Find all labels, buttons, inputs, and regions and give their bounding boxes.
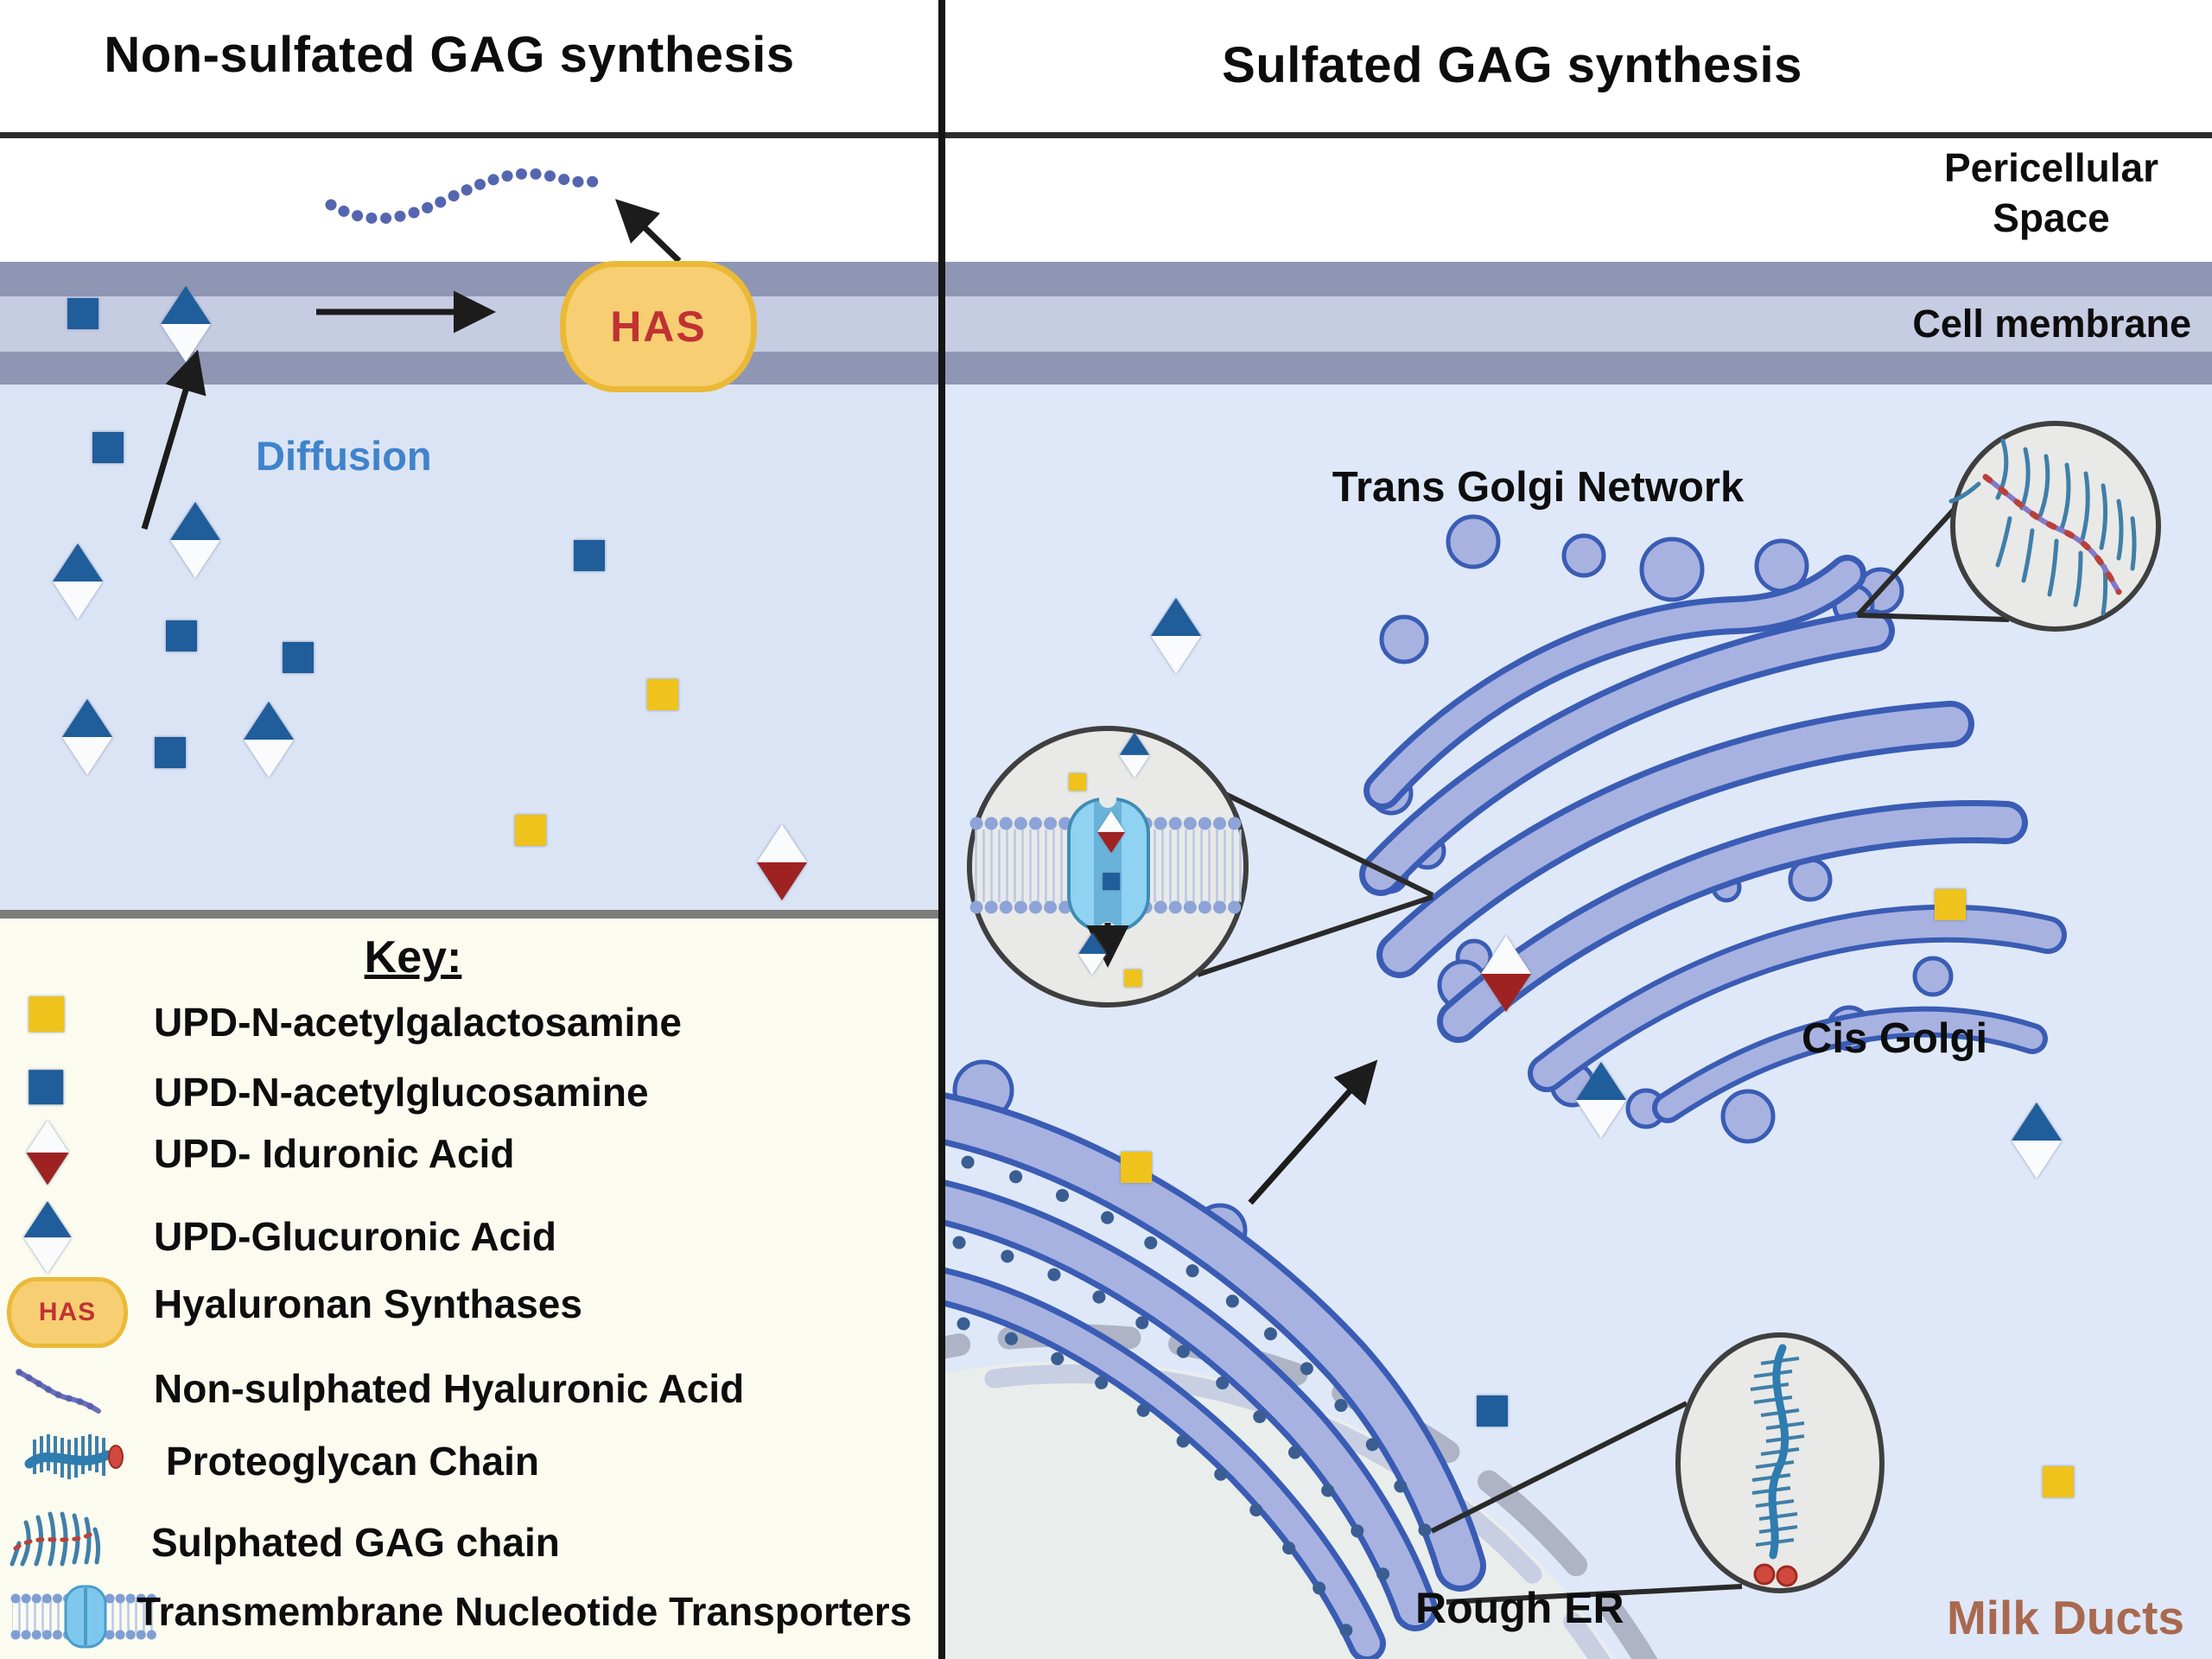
ribosome-dots [952,1155,1448,1649]
golgi-apparatus [1359,514,2067,1144]
pericellular-label-line1: Pericellular [1943,145,2159,190]
blue-square-icon [92,432,124,463]
key-label-sulphated-gag: Sulphated GAG chain [151,1520,560,1565]
blue-square-icon [283,642,314,673]
has-enzyme: HAS [560,261,757,392]
blue-white-diamond-icon [53,543,103,620]
lipid-tails-left [971,830,1071,902]
yellow-square-icon [2043,1466,2074,1497]
header-divider-line [0,132,2212,138]
key-icon-transmembrane-transporter [10,1585,161,1649]
rough-er-label: Rough ER [1415,1584,1624,1632]
cell-membrane-outer-leaflet [0,262,2212,296]
key-label-proteoglycan: Proteoglycan Chain [166,1439,539,1484]
cis-golgi-label: Cis Golgi [1802,1015,1988,1062]
sulphated-gag-inset [1948,421,2161,632]
lipid-head-rows [969,817,1246,914]
pericellular-space-right [945,0,2212,262]
left-panel-title: Non-sulfated GAG synthesis [104,27,795,83]
cytoplasm-left-panel [0,385,938,910]
panel-divider-line [938,0,945,1659]
key-panel [0,910,938,1659]
yellow-square-icon [1124,969,1141,987]
blue-square-icon [67,298,99,329]
right-panel-title: Sulfated GAG synthesis [1222,37,1802,93]
blue-square-icon [1103,873,1120,890]
key-icon-proteoglycan-chain [24,1434,124,1479]
proteoglycan-inset [1675,1332,1885,1593]
blue-white-diamond-icon [2012,1103,2062,1179]
sulphated-gag-chain-drawing [1948,438,2137,616]
blue-square-icon [29,1070,63,1104]
key-label-non-sulphated-ha: Non-sulphated Hyaluronic Acid [154,1366,745,1411]
blue-white-diamond-icon [23,1201,72,1274]
blue-white-diamond-icon [170,502,220,578]
non-sulphated-hyaluronic-acid-chain [325,168,611,225]
blue-white-diamond-icon [1078,932,1106,976]
cell-membrane-core [0,296,2212,352]
yellow-square-icon [1935,889,1966,920]
yellow-square-icon [1121,1152,1152,1183]
blue-white-diamond-icon [161,286,211,362]
cell-membrane-label: Cell membrane [1912,302,2191,346]
pericellular-label-line2: Space [1993,194,2110,240]
key-title: Key: [364,932,462,982]
pericellular-space-left [0,0,938,262]
key-icon-sulphated-gag-chain [10,1511,101,1567]
yellow-square-icon [647,679,678,710]
trans-golgi-network-label: Trans Golgi Network [1332,464,1745,511]
white-red-diamond-icon [26,1120,69,1185]
key-label-transporters: Transmembrane Nucleotide Transporters [137,1589,912,1634]
rough-er-organelle [945,1059,1486,1659]
blue-white-diamond-icon [1576,1062,1626,1138]
yellow-square-icon [29,996,65,1033]
inset-connector-lines [1197,499,2010,1605]
flow-arrows [141,199,1378,1205]
key-label-hyaluronan-synthases: Hyaluronan Synthases [154,1281,582,1326]
key-icon-wavy-chain [16,1369,102,1414]
key-label-udp-glucuronic: UPD-Glucuronic Acid [154,1214,556,1259]
has-export-arrow [614,199,682,264]
has-enzyme-icon: HAS [7,1277,128,1348]
white-red-diamond-icon [1097,810,1125,854]
blue-white-diamond-icon [1151,598,1201,674]
blue-square-icon [166,620,197,652]
er-to-golgi-arrow [1248,1059,1378,1205]
blue-square-icon [574,540,605,571]
white-red-diamond-icon [1481,936,1531,1012]
diffusion-arrow [141,349,207,531]
key-label-udp-glcnac: UPD-N-acetylglucosamine [154,1070,649,1115]
proteoglycan-chain-drawing [1750,1344,1805,1587]
blue-white-diamond-icon [62,699,112,775]
blue-square-icon [155,737,186,768]
key-label-udp-galnac: UPD-N-acetylgalactosamine [154,1000,682,1045]
blue-white-diamond-icon [1119,732,1150,779]
milk-ducts-label: Milk Ducts [1946,1591,2184,1644]
white-red-diamond-icon [757,824,807,900]
blue-square-icon [1477,1395,1508,1427]
yellow-square-icon [1069,773,1086,791]
cell-membrane-inner-leaflet [0,352,2212,385]
key-label-udp-iduronic: UPD- Iduronic Acid [154,1131,515,1176]
blue-white-diamond-icon [244,702,294,778]
pericellular-space-label: Pericellular Space [1904,143,2198,244]
diffusion-label: Diffusion [256,433,432,479]
lipid-tails-right [1142,830,1243,902]
yellow-square-icon [515,815,546,846]
